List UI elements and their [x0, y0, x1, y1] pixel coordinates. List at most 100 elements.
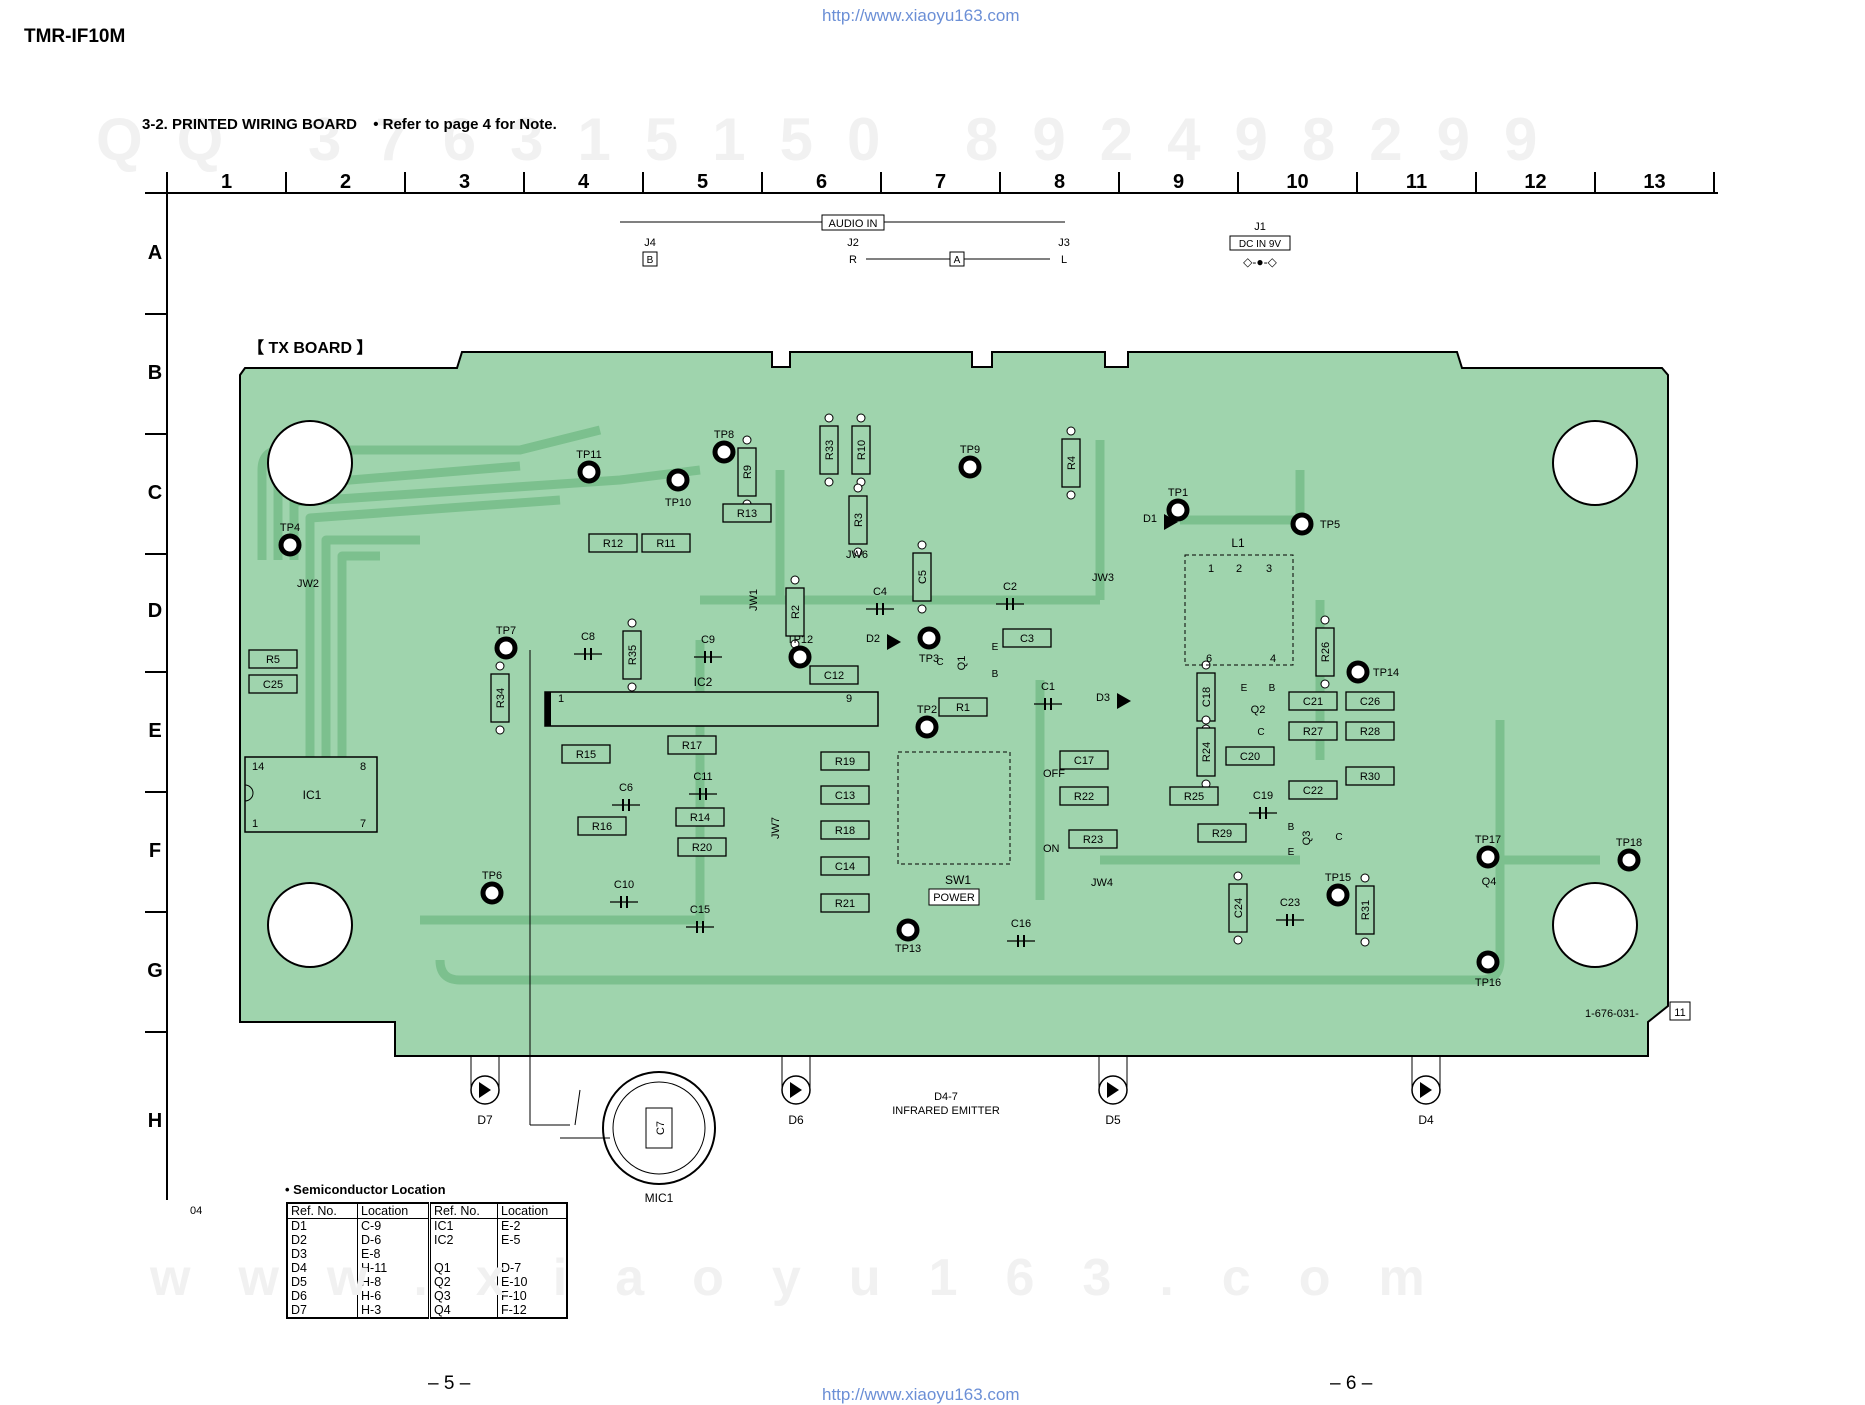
test-point-pad: [278, 533, 302, 557]
component-label: R9: [742, 465, 754, 479]
table-cell: F-12: [501, 1303, 527, 1317]
capacitor-label: C6: [619, 782, 633, 794]
test-point-label: TP7: [496, 625, 516, 637]
mic1: C7 MIC1: [529, 650, 716, 1205]
test-point-pad: [1290, 512, 1314, 536]
table-cell: IC1: [429, 1218, 498, 1233]
component-label: C24: [1233, 898, 1245, 918]
j2-label: J2: [847, 237, 859, 249]
pad: [917, 604, 927, 614]
test-point-label: TP3: [919, 653, 939, 665]
transistor-terminal-c: C: [1335, 832, 1342, 843]
component-r30: R30: [1345, 766, 1395, 786]
component-c20: C20: [1225, 746, 1275, 766]
transistor-q1-label: Q1: [956, 656, 968, 671]
j4-tag: B: [647, 255, 654, 266]
mic1-label: MIC1: [645, 1191, 674, 1205]
component-label: R16: [592, 821, 612, 833]
component-body: [785, 587, 805, 637]
component-r21: R21: [820, 893, 870, 913]
test-point-tp16: TP16: [1475, 950, 1501, 989]
semiconductor-location-title: • Semiconductor Location: [285, 1182, 446, 1197]
component-label: C5: [917, 570, 929, 584]
pad: [1233, 871, 1243, 881]
component-label: R5: [266, 654, 280, 666]
test-point-pad: [917, 626, 941, 650]
component-r3: R3: [848, 483, 868, 557]
component-label: R18: [835, 825, 855, 837]
component-c13: C13: [820, 785, 870, 805]
component-r20: R20: [677, 837, 727, 857]
test-point-label: TP14: [1373, 667, 1399, 679]
capacitor-c19: C19: [1249, 790, 1277, 819]
transistor-terminal-e: E: [1288, 847, 1295, 858]
pad: [824, 413, 834, 423]
test-point-label: TP15: [1325, 872, 1351, 884]
component-r33: R33: [819, 413, 839, 487]
component-label: R10: [856, 440, 868, 460]
header-cell: Location: [357, 1203, 431, 1219]
component-r2: R2: [785, 575, 805, 649]
ir-emitter-d4: D4: [1411, 1056, 1441, 1127]
section-note: • Refer to page 4 for Note.: [373, 116, 557, 133]
table-cell: D7: [287, 1303, 358, 1318]
component-r27: R27: [1288, 721, 1338, 741]
pad: [1320, 615, 1330, 625]
diode-label: D2: [866, 633, 880, 645]
ic1-pin14: 14: [252, 761, 264, 773]
mount-hole-br: [1552, 882, 1638, 968]
jumper-label: JW2: [297, 578, 319, 590]
l1-pin2: 2: [1236, 563, 1242, 575]
bottom-url[interactable]: http://www.xiaoyu163.com: [822, 1385, 1020, 1404]
diode-d1: D1: [1143, 513, 1178, 530]
ic1-pin7: 7: [360, 818, 366, 830]
top-url[interactable]: http://www.xiaoyu163.com: [822, 6, 1020, 25]
jumper-label: JW7: [770, 817, 782, 839]
component-body: [1068, 829, 1118, 849]
component-c14: C14: [820, 856, 870, 876]
pad: [853, 483, 863, 493]
capacitor-label: C23: [1280, 897, 1300, 909]
component-r23: R23: [1068, 829, 1118, 849]
capacitor-label: C1: [1041, 681, 1055, 693]
component-c12: C12: [809, 665, 859, 685]
component-c26: C26: [1345, 691, 1395, 711]
l1-pin1: 1: [1208, 563, 1214, 575]
diode-symbol: [1164, 514, 1178, 530]
component-body: [588, 533, 638, 553]
test-point-pad: [494, 636, 518, 660]
component-label: C25: [263, 679, 283, 691]
table-cell: IC2: [429, 1233, 498, 1247]
pad: [856, 413, 866, 423]
component-r19: R19: [820, 751, 870, 771]
component-body: [1315, 627, 1335, 677]
component-label: R24: [1201, 742, 1213, 762]
sw1-power: POWER: [933, 892, 975, 904]
j1-label: J1: [1254, 221, 1266, 233]
column-label: 5: [697, 171, 708, 193]
table-cell: C-9: [357, 1218, 431, 1233]
component-r5: R5: [248, 649, 298, 669]
diode-label: D3: [1096, 692, 1110, 704]
component-r11: R11: [641, 533, 691, 553]
j4-label: J4: [644, 237, 656, 249]
component-body: [1197, 823, 1247, 843]
test-point-label: TP1: [1168, 487, 1188, 499]
board-number-suffix: 11: [1674, 1007, 1685, 1019]
sw1-outline: SW1 POWER OFF ON: [897, 751, 1065, 906]
page-number-right: – 6 –: [1330, 1373, 1373, 1394]
pad: [824, 477, 834, 487]
table-cell: H-8: [357, 1275, 431, 1289]
test-point-tp4: TP4: [278, 522, 302, 557]
sw1-off: OFF: [1043, 768, 1065, 780]
test-point-label: TP16: [1475, 977, 1501, 989]
component-r18: R18: [820, 820, 870, 840]
test-point-pad: [1617, 848, 1641, 872]
component-label: C12: [824, 670, 844, 682]
table-cell: D5: [287, 1275, 358, 1289]
